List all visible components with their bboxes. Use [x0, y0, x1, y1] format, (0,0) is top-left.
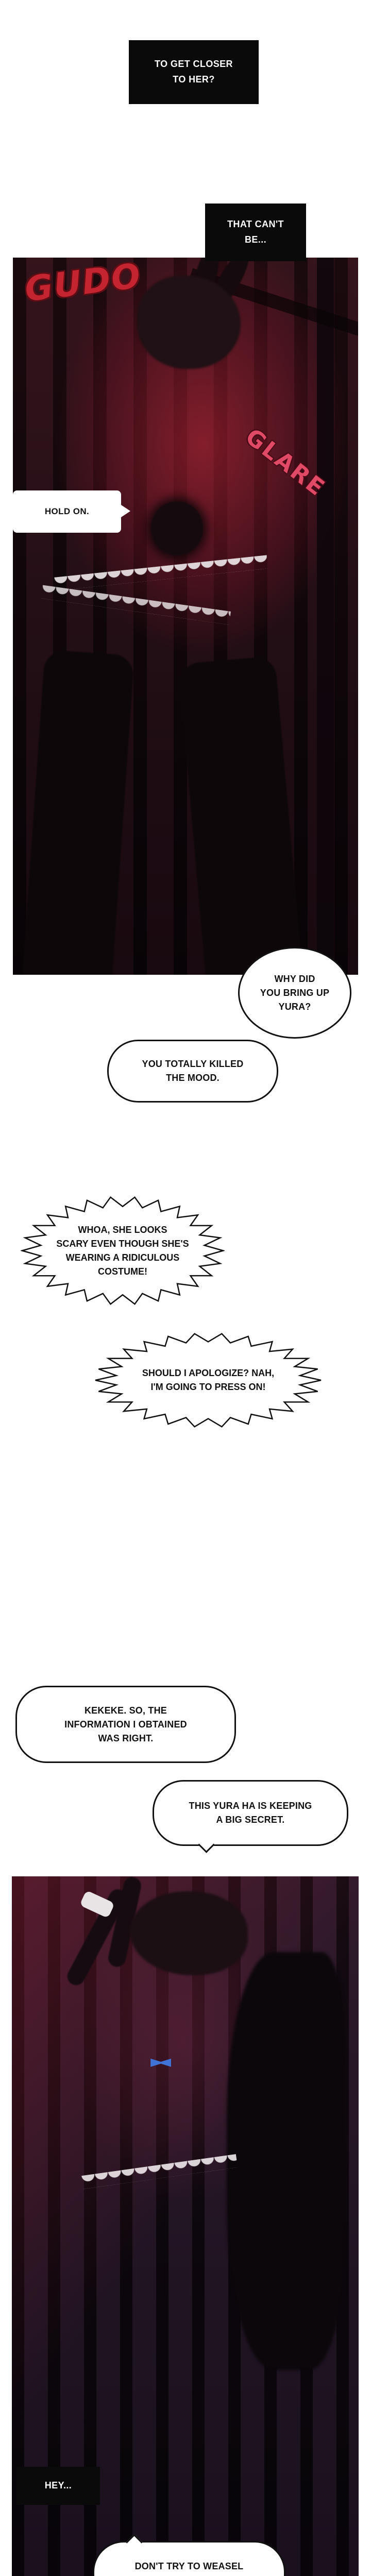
stocking-silhouette — [178, 655, 303, 975]
cage-pole — [316, 258, 334, 975]
stocking-silhouette — [22, 649, 135, 975]
costume-frill — [81, 2154, 238, 2190]
speech-bubble-why-yura: WHY DID YOU BRING UP YURA? — [238, 947, 351, 1039]
speech-bubble-killed-mood: YOU TOTALLY KILLED THE MOOD. — [107, 1040, 278, 1103]
character-hair-silhouette — [129, 1891, 248, 1975]
thought-bubble-whoa-scary: WHOA, SHE LOOKS SCARY EVEN THOUGH SHE'S … — [21, 1195, 225, 1306]
suited-figure-silhouette — [227, 1952, 345, 2370]
bowtie-icon — [150, 2058, 172, 2067]
costume-frill — [54, 554, 269, 591]
narration-box-that-cant-be: THAT CAN'T BE... — [205, 204, 306, 261]
speech-box-hey: HEY... — [16, 2467, 100, 2505]
speech-box-hold-on: HOLD ON. — [13, 490, 130, 533]
narration-box-to-get-closer: TO GET CLOSER TO HER? — [129, 40, 259, 104]
costume-frill — [40, 585, 231, 625]
character-hair-silhouette — [137, 275, 241, 369]
comic-panel-confrontation-scene — [12, 1876, 359, 2576]
comic-panel-bunny-scene — [13, 258, 358, 975]
thought-bubble-press-on: SHOULD I APOLOGIZE? NAH, I'M GOING TO PR… — [94, 1332, 323, 1429]
bunny-tail-silhouette — [151, 501, 203, 555]
speech-bubble-big-secret: THIS YURA HA IS KEEPING A BIG SECRET. — [153, 1780, 348, 1846]
speech-bubble-weasel: DON'T TRY TO WEASEL OUT OF THIS. — [93, 2541, 285, 2576]
speech-bubble-kekeke: KEKEKE. SO, THE INFORMATION I OBTAINED W… — [15, 1686, 236, 1763]
